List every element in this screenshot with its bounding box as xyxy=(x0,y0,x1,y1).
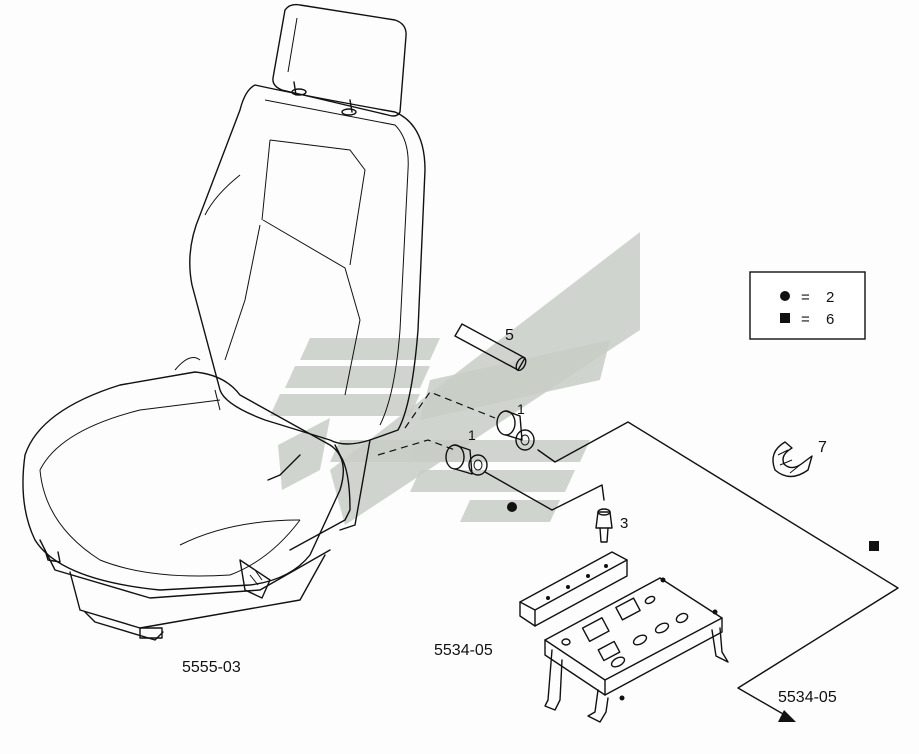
routing-line-square xyxy=(537,421,899,719)
grease-fitting-part xyxy=(595,508,613,543)
bushing-lower xyxy=(445,444,488,476)
ref-bracket: 5534-05 xyxy=(434,642,493,659)
legend-square-equals: = xyxy=(801,311,810,328)
seat-assembly xyxy=(22,3,426,641)
callout-3: 3 xyxy=(620,515,628,532)
legend-circle-icon xyxy=(780,291,790,301)
ref-seat: 5555-03 xyxy=(182,659,241,676)
arrow-head xyxy=(778,710,796,722)
pin-part xyxy=(454,323,527,372)
callout-1-upper: 1 xyxy=(517,401,525,417)
ref-arrow-target: 5534-05 xyxy=(778,689,837,706)
leader-line-bottom xyxy=(377,439,456,456)
clip-part xyxy=(772,441,813,478)
watermark-logo xyxy=(270,232,640,525)
square-marker xyxy=(869,541,879,551)
legend-circle-equals: = xyxy=(801,289,810,306)
legend-circle-qty: 2 xyxy=(826,289,834,306)
bushing-upper xyxy=(496,410,535,451)
leader-line-top xyxy=(404,391,496,429)
legend-square-qty: 6 xyxy=(826,311,834,328)
legend-square-icon xyxy=(780,313,790,323)
bracket-bar xyxy=(519,551,628,627)
callout-1-lower: 1 xyxy=(468,427,476,443)
routing-line-circle xyxy=(484,471,605,511)
callout-5: 5 xyxy=(505,327,514,344)
callout-7: 7 xyxy=(818,439,827,456)
legend-box: = 2 = 6 xyxy=(749,271,866,340)
mounting-bracket xyxy=(544,577,729,723)
circle-marker xyxy=(507,502,517,512)
